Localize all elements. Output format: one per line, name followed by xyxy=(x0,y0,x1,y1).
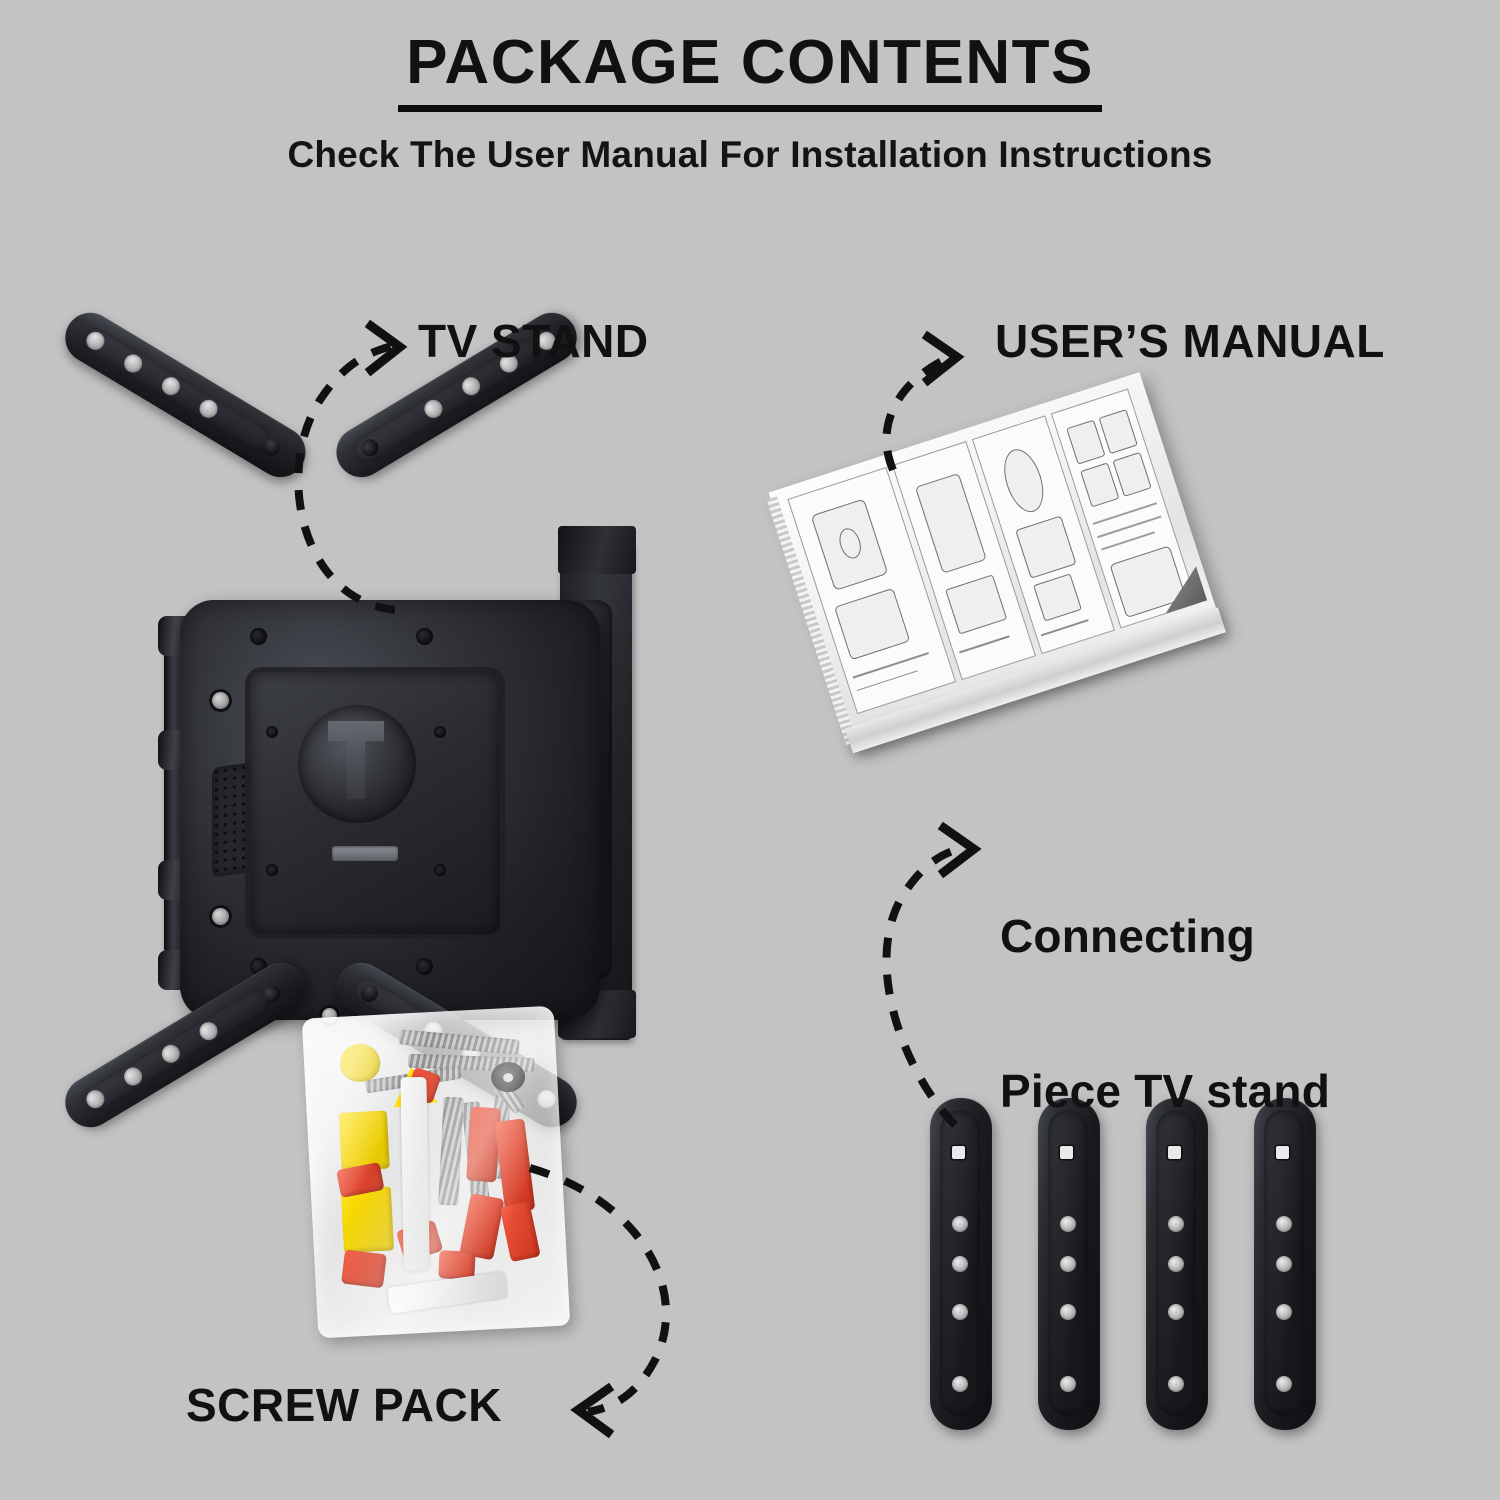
connecting-piece-hole xyxy=(1060,1376,1076,1392)
plate-hole xyxy=(434,726,446,738)
plate-hole xyxy=(266,726,278,738)
page-subtitle: Check The User Manual For Installation I… xyxy=(287,134,1213,176)
manual-diagram xyxy=(996,444,1051,518)
connecting-piece-hole xyxy=(1168,1216,1184,1232)
plate-hole-bright xyxy=(212,692,229,709)
plate-hole-bright xyxy=(212,908,229,925)
manual-diagram xyxy=(914,472,987,575)
callout-label-line1: Connecting xyxy=(1000,910,1255,963)
manual-diagram xyxy=(1014,514,1077,579)
arm-hole xyxy=(120,351,146,376)
red-wall-plug xyxy=(341,1249,387,1289)
plate-hole xyxy=(434,864,446,876)
plate-hole xyxy=(416,628,433,645)
mount-arm-top-left xyxy=(55,303,315,487)
arm-hole xyxy=(196,396,221,422)
header: PACKAGE CONTENTS Check The User Manual F… xyxy=(0,30,1500,176)
arm-hole xyxy=(83,328,108,354)
vesa-slot xyxy=(332,846,398,861)
yellow-anchor xyxy=(338,1110,390,1171)
connecting-piece-hole xyxy=(1060,1216,1076,1232)
connecting-piece-hole xyxy=(952,1304,968,1320)
white-spacer xyxy=(400,1076,430,1272)
arm-hole xyxy=(158,373,184,399)
plate-hole xyxy=(416,958,433,975)
manual-text-line xyxy=(1040,619,1089,637)
plastic-bag xyxy=(301,1005,571,1339)
red-wall-plug xyxy=(466,1106,502,1183)
connecting-piece-hole xyxy=(952,1256,968,1272)
manual-diagram xyxy=(1098,409,1138,455)
arm-pivot-pin xyxy=(260,982,284,1006)
washer xyxy=(490,1061,526,1093)
yellow-anchor xyxy=(339,1042,382,1083)
arm-pivot-pin xyxy=(259,435,283,459)
connecting-piece-slot xyxy=(1276,1146,1289,1159)
arm-hole xyxy=(158,1041,184,1067)
arrowhead-tv-stand xyxy=(364,319,408,377)
red-wall-plug xyxy=(459,1192,505,1261)
arrowhead-users-manual xyxy=(921,330,965,387)
arm-pivot-pin xyxy=(357,981,381,1005)
callout-label-users-manual: USER’S MANUAL xyxy=(995,315,1385,367)
manual-diagram xyxy=(1080,462,1120,507)
arm-hole xyxy=(421,396,446,422)
manual-diagram xyxy=(1032,573,1083,622)
connecting-piece-slot xyxy=(1168,1146,1181,1159)
callout-label-tv-stand: TV STAND xyxy=(418,315,649,367)
connecting-piece xyxy=(1038,1098,1100,1430)
red-wall-plug xyxy=(499,1201,541,1263)
arm-hole xyxy=(196,1018,221,1044)
manual-text-line xyxy=(958,635,1010,654)
connecting-piece-hole xyxy=(952,1216,968,1232)
manual-diagram xyxy=(1066,419,1106,465)
arm-hole xyxy=(458,373,484,399)
connecting-pieces-product-image xyxy=(930,1098,1350,1438)
callout-label-connecting-piece: Connecting Piece TV stand xyxy=(1000,808,1330,1220)
connecting-piece-hole xyxy=(1276,1304,1292,1320)
arrowhead-screw-pack xyxy=(570,1382,615,1439)
connecting-piece-hole xyxy=(1168,1304,1184,1320)
wall-plate-cap-top xyxy=(558,526,636,574)
callout-label-line2: Piece TV stand xyxy=(1000,1064,1331,1117)
connecting-piece-hole xyxy=(1276,1216,1292,1232)
callout-label-screw-pack: SCREW PACK xyxy=(186,1379,502,1431)
connecting-piece-hole xyxy=(1276,1256,1292,1272)
manual-diagram xyxy=(834,588,910,661)
connecting-piece-hole xyxy=(1168,1256,1184,1272)
manual-diagram xyxy=(945,574,1008,635)
connecting-piece-hole xyxy=(1060,1256,1076,1272)
cable-opening xyxy=(298,705,416,823)
connecting-piece-hole xyxy=(1168,1376,1184,1392)
plate-hole xyxy=(250,628,267,645)
connecting-piece-hole xyxy=(952,1376,968,1392)
arm-hole xyxy=(83,1086,108,1112)
arrow-path-connecting-piece xyxy=(882,844,964,1128)
connecting-piece-hole xyxy=(1060,1304,1076,1320)
connecting-piece xyxy=(1254,1098,1316,1430)
screw xyxy=(438,1096,464,1206)
manual-text-line xyxy=(1101,531,1155,551)
page-title: PACKAGE CONTENTS xyxy=(398,30,1102,113)
arm-hole xyxy=(120,1064,146,1089)
tv-mount-product-image xyxy=(55,303,790,1170)
connecting-piece-hole xyxy=(1276,1376,1292,1392)
connecting-piece-slot xyxy=(1060,1146,1073,1159)
connecting-piece xyxy=(930,1098,992,1430)
connecting-piece-slot xyxy=(952,1146,965,1159)
manual-diagram xyxy=(1111,451,1152,497)
arm-pivot-pin xyxy=(358,435,382,460)
manual-panels xyxy=(787,388,1198,715)
screw xyxy=(398,1029,520,1055)
plate-hole xyxy=(266,864,278,876)
screw-pack-product-image xyxy=(301,1005,571,1339)
connecting-piece xyxy=(1146,1098,1208,1430)
user-manual-product-image xyxy=(766,363,1291,873)
